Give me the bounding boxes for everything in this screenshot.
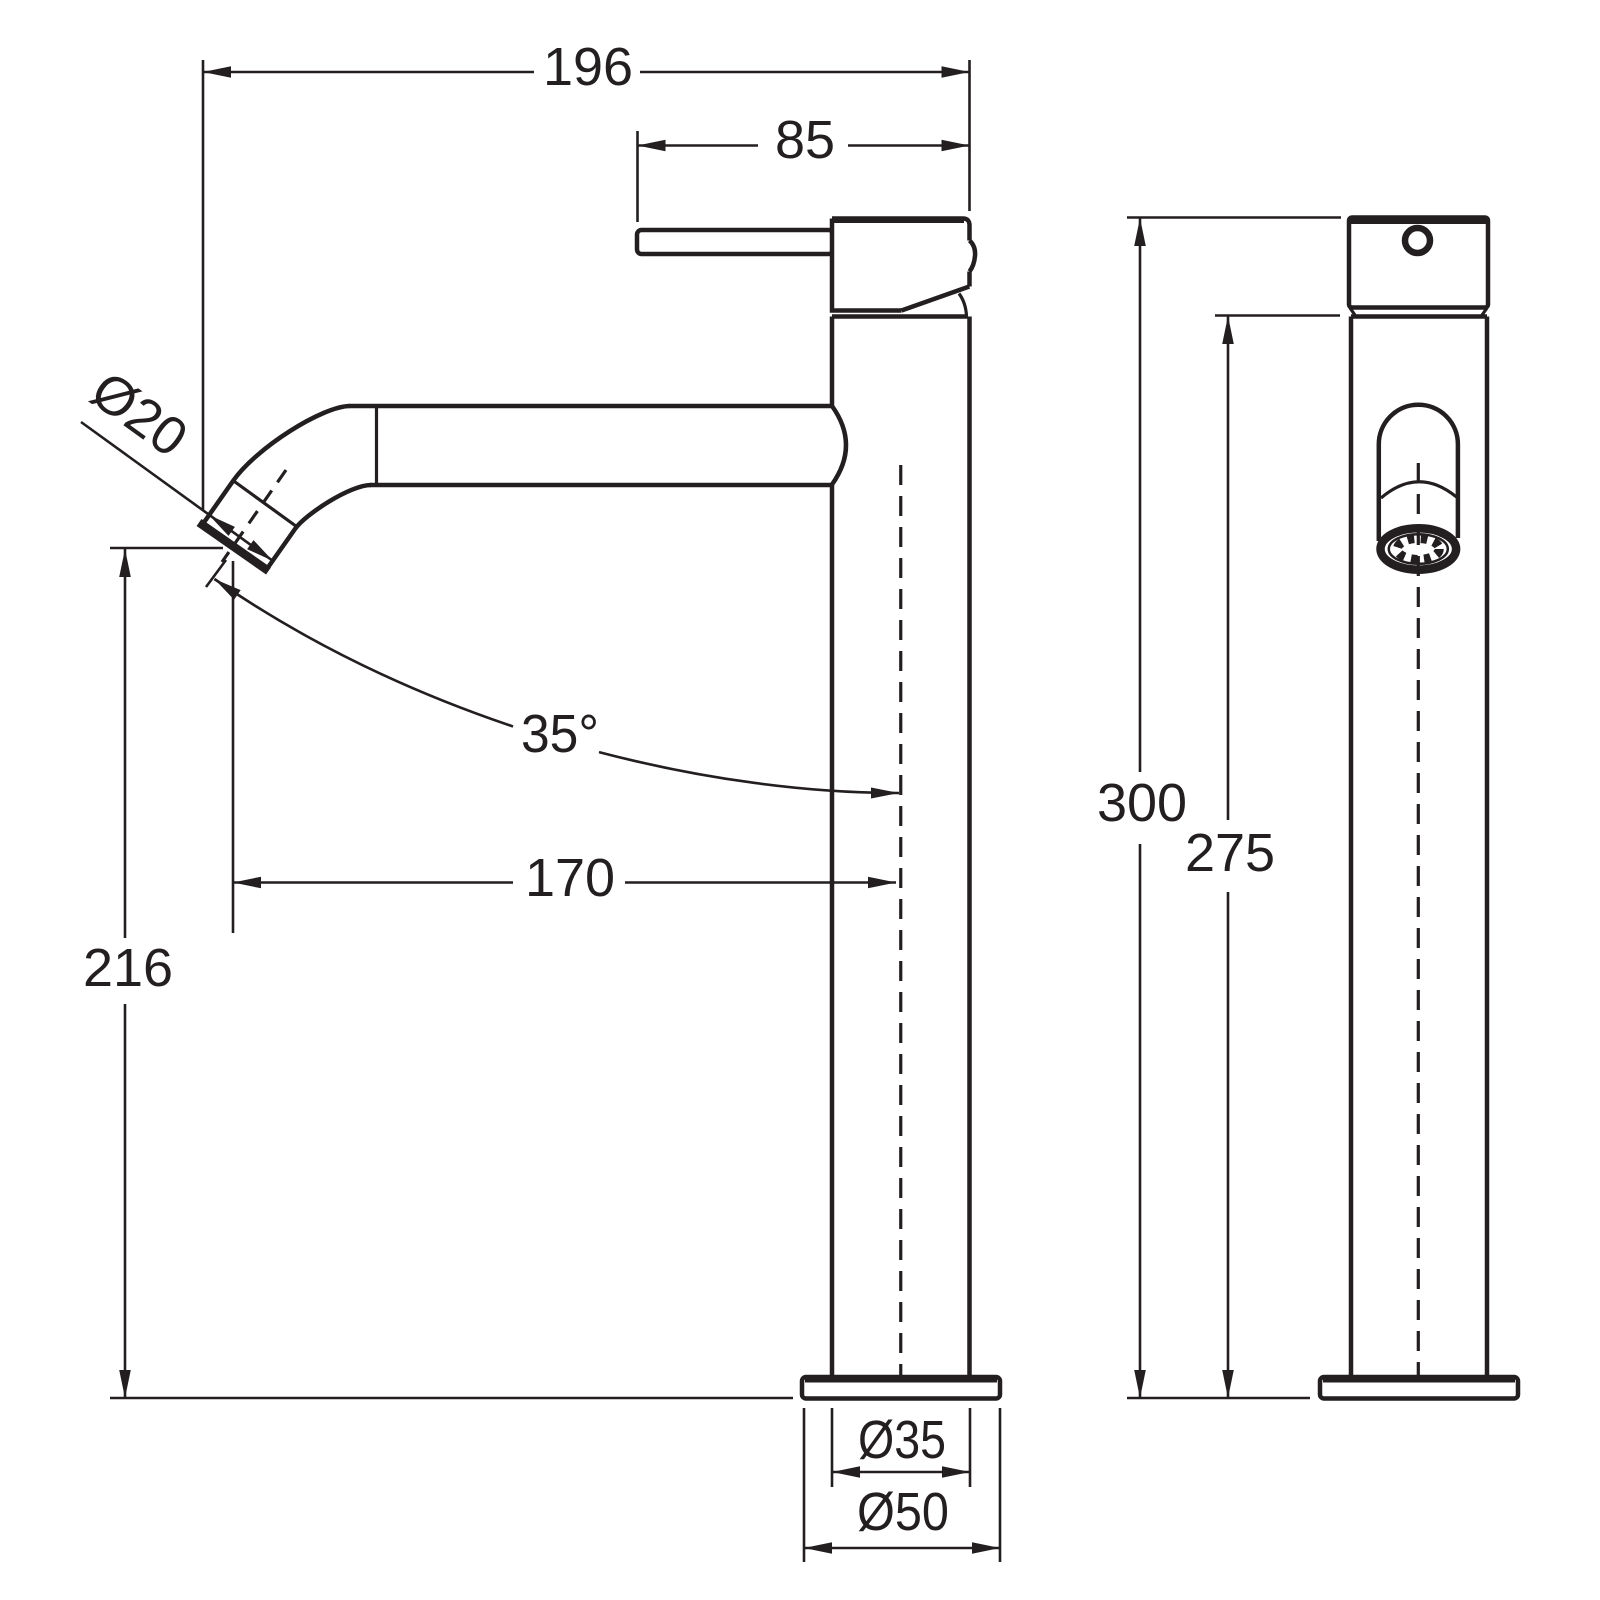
svg-text:300: 300 [1097, 773, 1187, 833]
svg-text:170: 170 [525, 848, 615, 908]
svg-text:35°: 35° [521, 704, 599, 764]
svg-text:85: 85 [775, 110, 835, 170]
svg-text:Ø50: Ø50 [857, 1482, 949, 1542]
svg-text:Ø35: Ø35 [858, 1410, 946, 1470]
svg-text:275: 275 [1185, 823, 1275, 883]
svg-text:216: 216 [83, 938, 173, 998]
svg-text:196: 196 [543, 37, 633, 97]
